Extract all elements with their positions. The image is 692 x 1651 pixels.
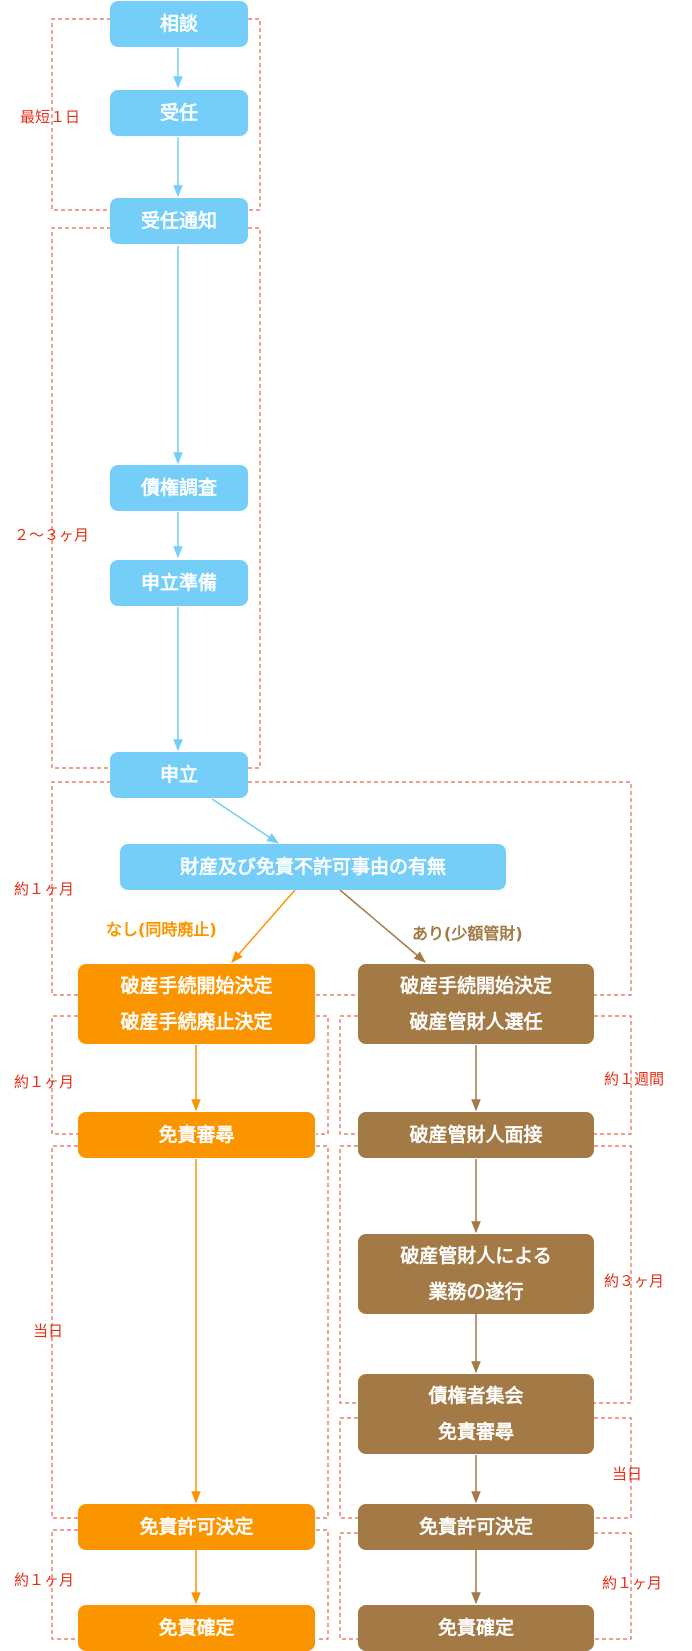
- step-consult: 相談: [110, 1, 248, 47]
- left-final: 免責確定: [78, 1605, 315, 1651]
- branch-none-label: なし(同時廃止): [106, 920, 217, 939]
- arrow-question-right: [339, 889, 426, 963]
- right-work: 破産管財人による 業務の遂行: [358, 1234, 594, 1314]
- right-final-label: 免責確定: [437, 1617, 514, 1639]
- duration-two-three-months: ２～３ヶ月: [14, 526, 90, 544]
- step-preparation-label: 申立準備: [140, 572, 217, 594]
- dashed-brackets: [51, 18, 632, 1640]
- left-permit-label: 免責許可決定: [139, 1516, 254, 1538]
- right-final: 免責確定: [358, 1605, 594, 1651]
- step-investigation: 債権調査: [110, 465, 248, 511]
- duration-about-month-right: 約１ヶ月: [602, 1574, 663, 1592]
- left-permit: 免責許可決定: [78, 1504, 315, 1550]
- bracket-about-month-1: [51, 781, 632, 996]
- step-filing: 申立: [110, 752, 248, 798]
- duration-same-day-right: 当日: [612, 1465, 643, 1483]
- duration-shortest-day: 最短１日: [20, 108, 81, 126]
- right-start-line2: 破産管財人選任: [409, 1011, 543, 1033]
- duration-about-month-1: 約１ヶ月: [14, 880, 75, 898]
- step-preparation: 申立準備: [110, 560, 248, 606]
- duration-about-month-3: 約１ヶ月: [14, 1571, 75, 1589]
- step-filing-label: 申立: [159, 764, 198, 786]
- left-hearing-label: 免責審尋: [158, 1124, 235, 1146]
- bracket-about-month-2: [51, 1015, 329, 1135]
- step-accept-label: 受任: [159, 102, 198, 124]
- right-meeting-line2: 免責審尋: [437, 1421, 514, 1443]
- step-accept: 受任: [110, 90, 248, 136]
- bracket-about-month-3: [51, 1529, 329, 1640]
- arrow-filing-question: [211, 798, 279, 844]
- right-permit: 免責許可決定: [358, 1504, 594, 1550]
- step-investigation-label: 債権調査: [140, 477, 217, 499]
- left-hearing: 免責審尋: [78, 1112, 315, 1158]
- duration-about-three-months: 約３ヶ月: [604, 1272, 665, 1290]
- bracket-same-day-right: [339, 1417, 632, 1519]
- right-interview: 破産管財人面接: [358, 1112, 594, 1158]
- left-start-decision: 破産手続開始決定 破産手続廃止決定: [78, 964, 315, 1044]
- duration-about-month-2: 約１ヶ月: [14, 1073, 75, 1091]
- arrows: [173, 48, 481, 1605]
- step-question: 財産及び免責不許可事由の有無: [120, 844, 506, 890]
- right-start-line1: 破産手続開始決定: [399, 975, 552, 997]
- bracket-shortest-day: [51, 18, 261, 211]
- step-question-label: 財産及び免責不許可事由の有無: [179, 856, 446, 878]
- bracket-two-three-months: [51, 227, 261, 769]
- left-start-line1: 破産手続開始決定: [120, 975, 273, 997]
- right-work-line2: 業務の遂行: [428, 1281, 524, 1303]
- left-start-line2: 破産手続廃止決定: [120, 1011, 273, 1033]
- bracket-about-three-months: [339, 1145, 632, 1404]
- right-start-decision: 破産手続開始決定 破産管財人選任: [358, 964, 594, 1044]
- bracket-about-week: [339, 1015, 632, 1135]
- arrow-question-left: [231, 889, 296, 963]
- right-work-line1: 破産管財人による: [400, 1245, 552, 1267]
- branch-exists-label: あり(少額管財): [412, 924, 523, 943]
- right-meeting: 債権者集会 免責審尋: [358, 1374, 594, 1454]
- bracket-about-month-right: [339, 1532, 632, 1640]
- step-consult-label: 相談: [159, 13, 198, 35]
- right-permit-label: 免責許可決定: [418, 1516, 533, 1538]
- bracket-same-day-left: [51, 1145, 329, 1519]
- step-notice: 受任通知: [110, 198, 248, 244]
- duration-about-week: 約１週間: [604, 1070, 665, 1088]
- right-interview-label: 破産管財人面接: [409, 1124, 543, 1146]
- duration-same-day-left: 当日: [33, 1322, 64, 1340]
- step-notice-label: 受任通知: [140, 210, 217, 232]
- right-meeting-line1: 債権者集会: [428, 1385, 524, 1407]
- left-final-label: 免責確定: [158, 1617, 235, 1639]
